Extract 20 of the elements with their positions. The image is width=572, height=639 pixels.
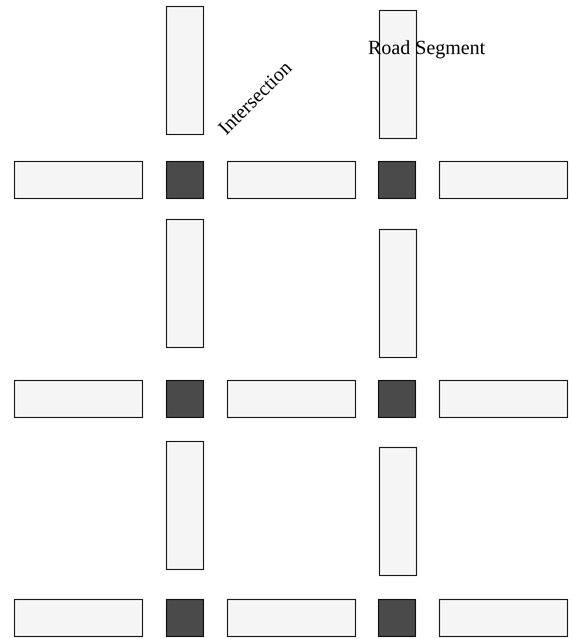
road-segment: [227, 161, 356, 199]
intersection-square: [166, 161, 204, 199]
intersection-square: [378, 599, 416, 637]
intersection-square: [378, 161, 416, 199]
road-segment: [166, 219, 204, 348]
road-segment: [14, 599, 143, 637]
road-segment: [439, 380, 568, 418]
road-segment: [379, 229, 417, 358]
intersection-square: [166, 599, 204, 637]
road-segment: [227, 380, 356, 418]
road-segment: [439, 599, 568, 637]
road-segment: [14, 380, 143, 418]
road-segment: [227, 599, 356, 637]
road-segment: [379, 447, 417, 576]
intersection-square: [378, 380, 416, 418]
road-segment: [166, 441, 204, 570]
road-segment: [14, 161, 143, 199]
road-segment: [166, 6, 204, 135]
intersection-square: [166, 380, 204, 418]
road-segment: [439, 161, 568, 199]
